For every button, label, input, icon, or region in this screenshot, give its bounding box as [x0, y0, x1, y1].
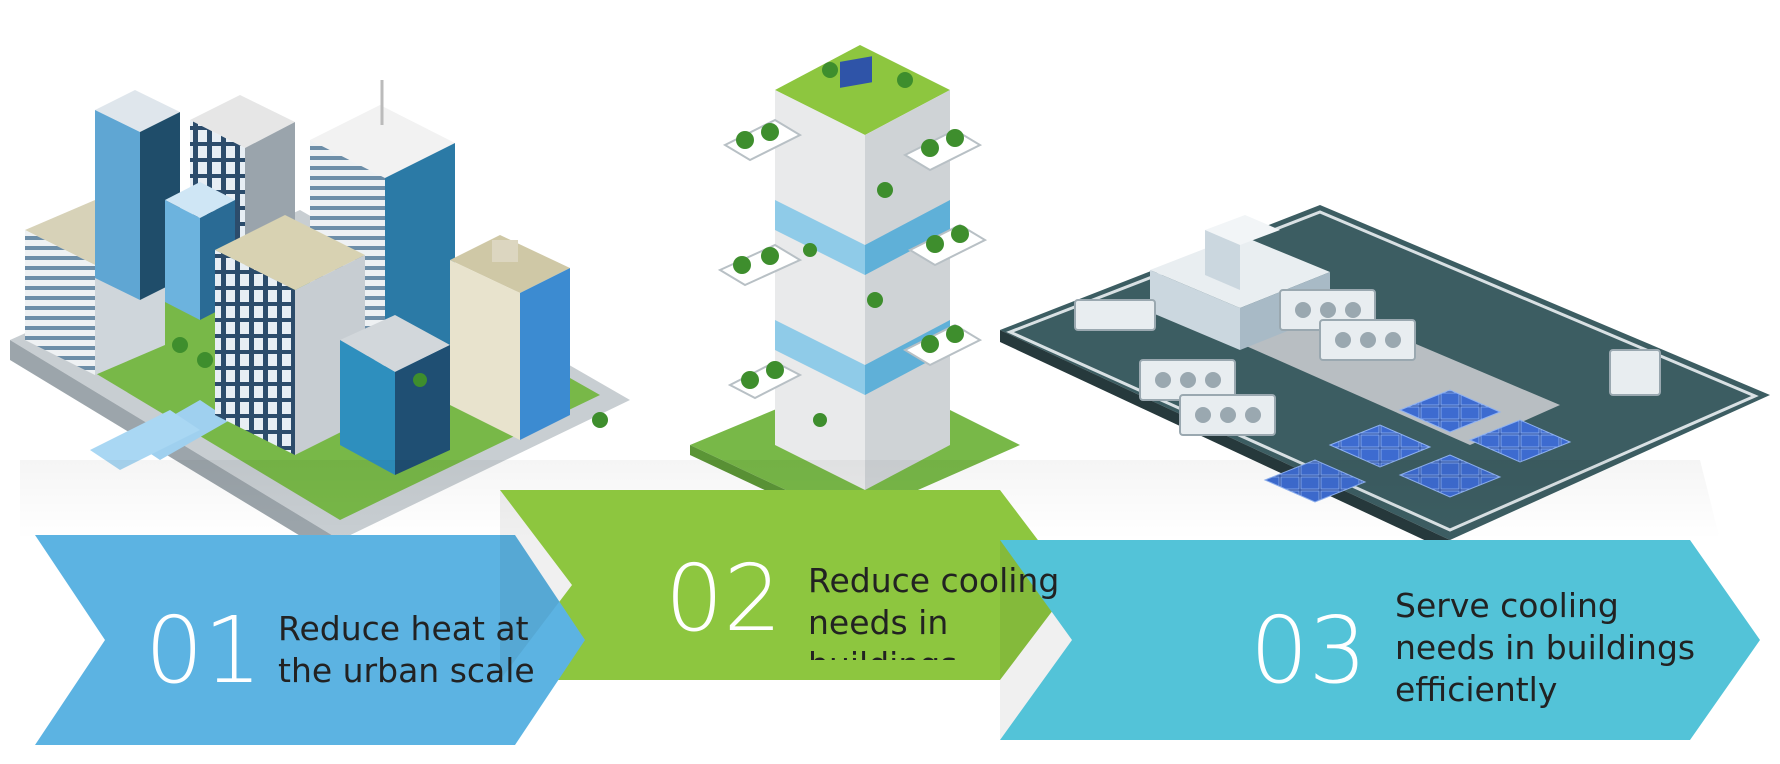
step-2-label-line-2: needs in buildings: [808, 603, 957, 660]
step-3-label-line-1: Serve cooling: [1395, 586, 1619, 625]
step-1-label-box: Reduce heat at the urban scale: [278, 609, 535, 690]
city-buildings-illustration: [10, 80, 630, 560]
step-1-number: 01: [145, 597, 262, 704]
green-tower-illustration: [690, 45, 1020, 530]
step-3-label-box: Serve cooling needs in buildings efficie…: [1395, 586, 1696, 709]
step-3-label-line-3: efficiently: [1395, 670, 1558, 709]
step-3-label-line-2: needs in buildings: [1395, 628, 1696, 667]
step-2-arrow: [500, 490, 1072, 680]
step-1-label-line-2: the urban scale: [278, 651, 535, 690]
step-1-arrow: [35, 535, 585, 745]
step-2-label-line-1: Reduce cooling: [808, 561, 1060, 600]
step-1-label-line-1: Reduce heat at: [278, 609, 529, 648]
step-3-arrow: [1000, 540, 1760, 740]
step-3-number: 03: [1250, 597, 1367, 704]
step-2-number: 02: [665, 545, 782, 652]
step-2-label-box: Reduce cooling needs in buildings: [808, 561, 1060, 660]
